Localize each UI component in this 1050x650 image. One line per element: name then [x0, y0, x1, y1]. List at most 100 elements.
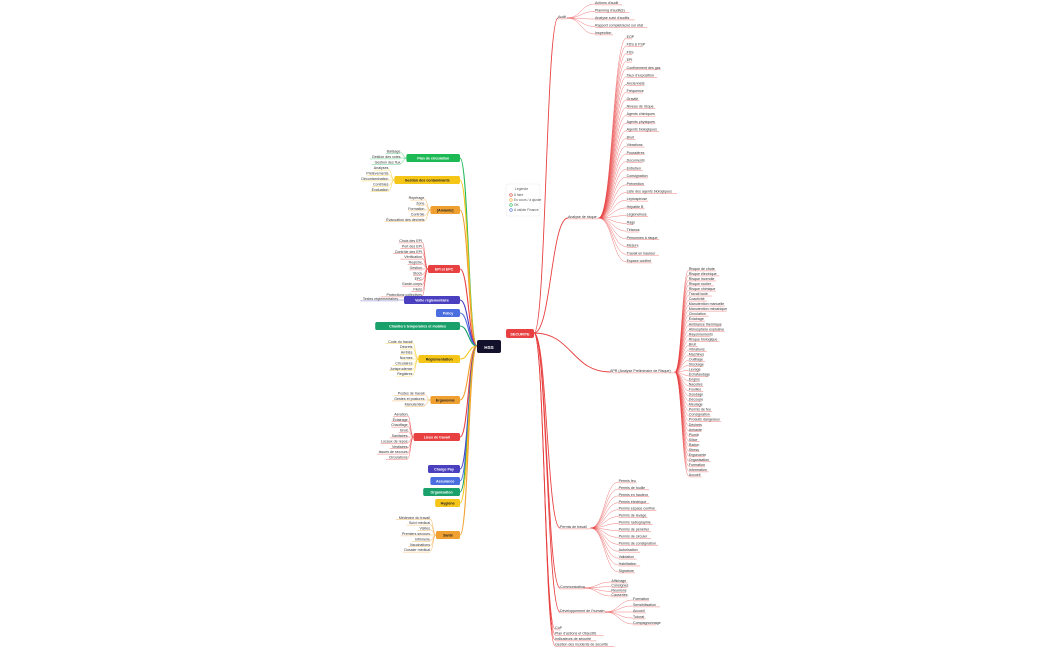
right-leaf-label: Gravité: [627, 97, 639, 101]
left-leaf-label: Évacuation des déchets: [386, 217, 424, 222]
right-topic-label: CoP: [555, 626, 563, 630]
right-leaf-label: Agents physiques: [627, 120, 656, 124]
right-leaf-connector: [590, 516, 619, 529]
left-topic-box[interactable]: [436, 309, 460, 317]
left-leaf-label: Chauffage: [391, 423, 408, 427]
right-leaf-label: Engins: [689, 378, 700, 382]
left-topic-label: Réglementation: [426, 357, 453, 361]
left-topic-box[interactable]: [428, 465, 460, 473]
right-leaf-connector: [598, 169, 627, 219]
left-topic-label: EPI et EPC: [435, 267, 454, 271]
left-leaf-label: Postes de travail: [398, 392, 425, 396]
right-leaf-label: Soudage: [689, 393, 703, 397]
left-topic-box[interactable]: [430, 477, 460, 485]
right-leaf-connector: [583, 587, 612, 597]
right-leaf-label: Risque de chute: [689, 267, 715, 271]
right-topic-label: Communication: [560, 585, 585, 589]
right-leaf-connector: [674, 340, 689, 373]
right-leaf-label: Atmosphère explosive: [689, 327, 724, 331]
left-topic-box[interactable]: [423, 488, 460, 496]
right-leaf-label: Outillage: [689, 357, 703, 361]
left-leaf-label: Registres: [397, 372, 412, 376]
left-topic-box[interactable]: [404, 296, 460, 304]
left-leaf-connector: [400, 152, 407, 159]
left-leaf-label: Gestes et postures: [394, 397, 424, 401]
right-leaf-label: Rapport complet/acné sur état: [595, 24, 643, 28]
right-leaf-label: Taux d'exposition: [627, 74, 654, 78]
right-leaf-connector: [598, 99, 627, 219]
left-topic-label: Lieux de travail: [424, 435, 450, 439]
legend-marker: [509, 193, 513, 197]
left-leaf-label: Manutention: [405, 402, 425, 406]
left-topic-box[interactable]: [430, 396, 460, 404]
securite-node-box[interactable]: [506, 329, 534, 338]
right-leaf-label: Manutention mécanique: [689, 307, 727, 311]
right-leaf-label: Permis radiographie: [619, 521, 651, 525]
left-leaf-connector: [421, 241, 429, 270]
right-leaf-label: FSS: [627, 50, 635, 54]
right-leaf-label: Travail isolé: [689, 292, 708, 296]
right-leaf-connector: [590, 495, 619, 529]
left-topic-box[interactable]: [375, 322, 460, 330]
left-leaf-label: Prélèvements: [366, 172, 388, 176]
right-leaf-label: Vibrations: [689, 347, 705, 351]
right-leaf-label: Tétanos: [627, 228, 640, 232]
left-leaf-label: Décontamination: [361, 177, 388, 181]
right-topic-label: Indicateurs de sécurité: [555, 637, 591, 641]
right-leaf-label: Permis de consignation: [619, 541, 656, 545]
left-leaf-label: Textes réglementaires: [363, 297, 398, 301]
right-leaf-label: Permis électrique: [619, 500, 647, 504]
securite-node[interactable]: SECURITE: [506, 329, 534, 338]
left-topic-box[interactable]: [406, 154, 460, 162]
left-topic-box[interactable]: [418, 355, 460, 363]
right-leaf-label: Permis de circuler: [619, 534, 649, 538]
right-leaf-label: Confinement des gaz: [627, 66, 661, 70]
left-topic-box[interactable]: [435, 499, 460, 507]
right-leaf-label: Stockage: [689, 362, 704, 366]
legend-item-label: En cours / à ajuster: [514, 198, 542, 202]
right-leaf-label: Vibrations: [627, 143, 643, 147]
right-leaf-connector: [674, 304, 689, 373]
right-leaf-label: Leptospirose: [627, 197, 648, 201]
right-topic-label: Plan d'actions et Objectifs: [555, 632, 596, 636]
right-leaf-connector: [590, 502, 619, 529]
right-leaf-label: Risque chimique: [689, 287, 716, 291]
right-leaf-label: Ambiance thermique: [689, 322, 722, 326]
left-topic-label: Ergonomie: [436, 398, 455, 402]
right-leaf-label: Permis de fouille: [619, 486, 646, 490]
root-node[interactable]: HSS: [477, 340, 501, 353]
right-leaf-connector: [566, 17, 596, 35]
left-topic-box[interactable]: [428, 265, 460, 273]
right-leaf-label: Poussières: [627, 151, 645, 155]
right-leaf-label: Consignation: [627, 174, 648, 178]
left-topic-box[interactable]: [436, 531, 460, 539]
right-topic-label: Permis de travail: [560, 525, 587, 529]
right-leaf-label: Risque biologique: [689, 337, 718, 341]
root-node-box[interactable]: [477, 340, 501, 353]
right-leaf-label: FDS & FSP: [627, 43, 646, 47]
right-leaf-connector: [674, 274, 689, 373]
right-leaf-label: Documents: [627, 159, 645, 163]
legend-marker: [509, 203, 513, 207]
right-leaf-label: Causeries: [611, 593, 627, 597]
right-leaf-label: Hépatite B: [627, 205, 644, 209]
right-leaf-connector: [598, 91, 627, 219]
right-leaf-label: Stress: [689, 448, 699, 452]
left-topic-box[interactable]: [413, 433, 460, 441]
right-topic-label: Gestion des incidents de sécurité: [555, 643, 608, 647]
left-leaf-label: Balisage: [387, 150, 401, 154]
left-leaf-label: Circulations: [389, 456, 408, 460]
left-leaf-label: Circulaires: [395, 361, 412, 365]
left-topic-label: Hygiène: [441, 501, 455, 505]
left-topic-box[interactable]: [394, 176, 460, 184]
legend-item-label: À valider Finance: [514, 208, 539, 212]
right-leaf-connector: [598, 207, 627, 219]
left-topic-box[interactable]: [430, 206, 460, 214]
right-leaf-label: Compagnonnage: [633, 621, 661, 625]
legend-item-label: OK: [514, 203, 519, 207]
right-leaf-label: Signature: [619, 569, 634, 573]
right-leaf-label: Fréquence: [627, 89, 644, 93]
right-leaf-label: Agents chimiques: [627, 112, 656, 116]
left-leaf-label: Aération: [394, 412, 407, 416]
